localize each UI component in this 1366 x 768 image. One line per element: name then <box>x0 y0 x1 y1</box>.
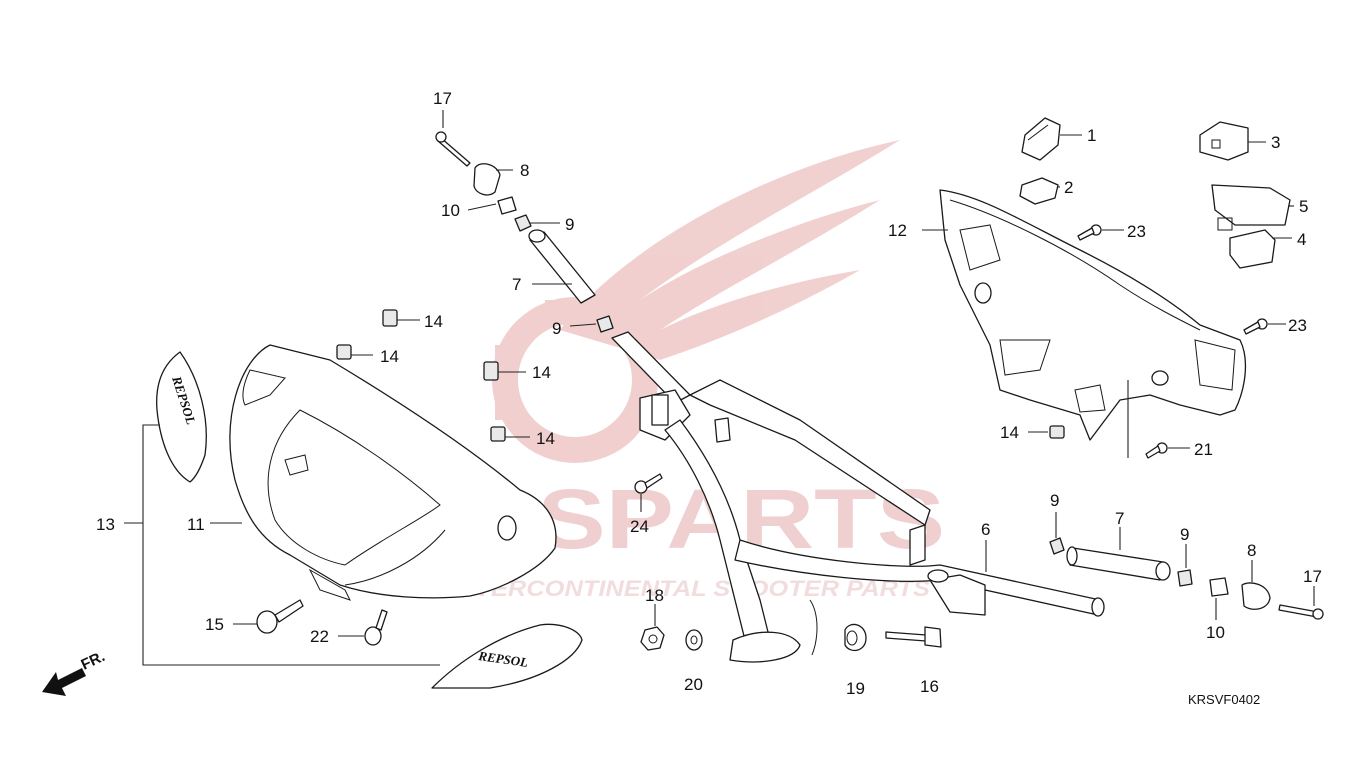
front-direction-arrow-icon: FR. <box>42 648 108 696</box>
switch-1 <box>1021 117 1061 161</box>
callout-23: 23 <box>1127 222 1146 241</box>
handlebar-front-cover <box>229 344 557 601</box>
callout-5: 5 <box>1299 197 1308 216</box>
screw-23b <box>1243 318 1268 335</box>
clip-14b <box>336 344 352 360</box>
callout-14: 14 <box>532 363 551 382</box>
callout-7: 7 <box>512 275 521 294</box>
screw-21 <box>1145 442 1168 459</box>
clip-14a <box>382 309 398 327</box>
callout-8: 8 <box>520 161 529 180</box>
callout-11: 11 <box>187 515 205 534</box>
watermark-tagline: INTERCONTINENTAL SCOOTER PARTS <box>450 576 930 601</box>
callouts: 17 8 10 9 7 9 14 14 14 14 24 13 11 15 22… <box>96 89 1322 698</box>
callout-12: 12 <box>888 221 907 240</box>
watermark: ICSPARTS INTERCONTINENTAL SCOOTER PARTS <box>435 140 945 601</box>
callout-9: 9 <box>1180 525 1189 544</box>
callout-8: 8 <box>1247 541 1256 560</box>
bolt-16 <box>885 626 942 648</box>
collar-19 <box>844 623 867 652</box>
callout-14: 14 <box>424 312 443 331</box>
clip-14e <box>1049 425 1065 439</box>
callout-9: 9 <box>1050 491 1059 510</box>
callout-20: 20 <box>684 675 703 694</box>
callout-13: 13 <box>96 515 115 534</box>
switch-4 <box>1229 229 1276 269</box>
callout-2: 2 <box>1064 178 1073 197</box>
switch-5 <box>1211 184 1291 231</box>
callout-9: 9 <box>565 215 574 234</box>
leader-lines <box>210 110 1315 637</box>
decal-text-lower: REPSOL <box>477 648 529 670</box>
washer-20 <box>685 629 703 651</box>
callout-19: 19 <box>846 679 865 698</box>
callout-14: 14 <box>380 347 399 366</box>
handlebar-frame <box>611 331 1105 663</box>
direction-label: FR. <box>79 648 108 674</box>
clip-14c <box>483 361 499 381</box>
grip-assembly-right <box>1049 537 1324 620</box>
callout-7: 7 <box>1115 509 1124 528</box>
callout-1: 1 <box>1087 126 1096 145</box>
callout-18: 18 <box>645 586 664 605</box>
callout-23: 23 <box>1288 316 1307 335</box>
wing-logo-icon <box>492 140 900 463</box>
callout-14: 14 <box>536 429 555 448</box>
switch-2 <box>1019 177 1059 205</box>
callout-4: 4 <box>1297 230 1306 249</box>
callout-21: 21 <box>1194 440 1213 459</box>
handlebar-rear-cover <box>939 189 1247 441</box>
callout-10: 10 <box>1206 623 1225 642</box>
callout-17: 17 <box>1303 567 1322 586</box>
callout-16: 16 <box>920 677 939 696</box>
callout-15: 15 <box>205 615 224 634</box>
repsol-decal-lower: REPSOL <box>431 623 583 689</box>
callout-6: 6 <box>981 520 990 539</box>
clip-14d <box>490 426 506 442</box>
switch-3 <box>1199 121 1249 161</box>
callout-24: 24 <box>630 517 649 536</box>
screw-15 <box>256 599 304 634</box>
callout-10: 10 <box>441 201 460 220</box>
callout-17: 17 <box>433 89 452 108</box>
screw-24 <box>634 473 663 494</box>
grip-assembly-left <box>435 131 614 333</box>
nut-18 <box>640 626 665 651</box>
callout-3: 3 <box>1271 133 1280 152</box>
screw-22 <box>364 609 388 646</box>
callout-9: 9 <box>552 319 561 338</box>
callout-22: 22 <box>310 627 329 646</box>
repsol-decal-upper: REPSOL <box>156 351 207 483</box>
diagram-code: KRSVF0402 <box>1188 692 1260 707</box>
screw-23a <box>1077 224 1102 241</box>
callout-14: 14 <box>1000 423 1019 442</box>
